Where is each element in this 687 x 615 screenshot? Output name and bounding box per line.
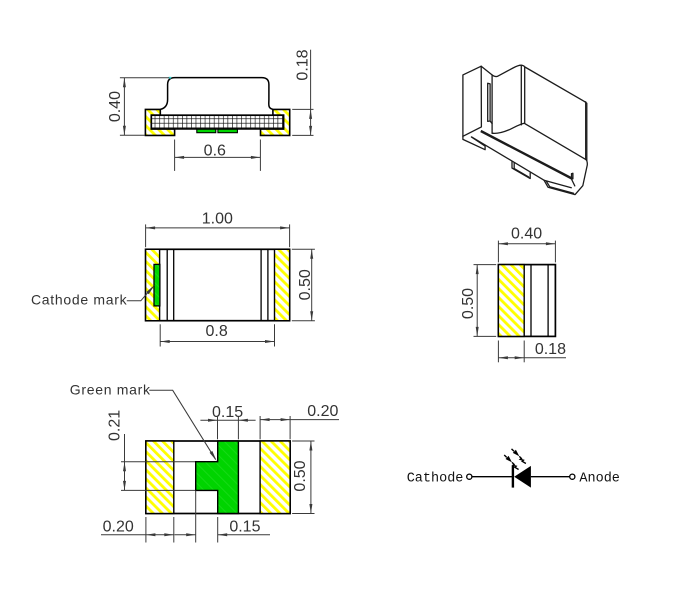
svg-text:Green mark: Green mark [70, 381, 151, 397]
svg-text:0.18: 0.18 [535, 341, 566, 358]
svg-text:0.50: 0.50 [292, 460, 309, 491]
svg-text:0.18: 0.18 [294, 49, 311, 80]
svg-text:0.21: 0.21 [107, 410, 124, 441]
svg-text:0.40: 0.40 [107, 91, 124, 122]
svg-text:0.20: 0.20 [103, 519, 134, 536]
svg-text:0.8: 0.8 [205, 323, 227, 340]
svg-text:0.6: 0.6 [204, 142, 226, 159]
svg-text:0.15: 0.15 [229, 518, 260, 535]
svg-text:0.20: 0.20 [307, 403, 338, 420]
svg-text:0.50: 0.50 [297, 269, 314, 300]
svg-text:0.15: 0.15 [212, 404, 243, 421]
svg-text:Anode: Anode [579, 471, 620, 486]
svg-text:1.00: 1.00 [202, 210, 233, 227]
svg-text:Cathode: Cathode [407, 471, 464, 486]
svg-text:0.40: 0.40 [511, 225, 542, 242]
svg-text:0.50: 0.50 [460, 288, 477, 319]
svg-text:Cathode mark: Cathode mark [31, 291, 128, 307]
